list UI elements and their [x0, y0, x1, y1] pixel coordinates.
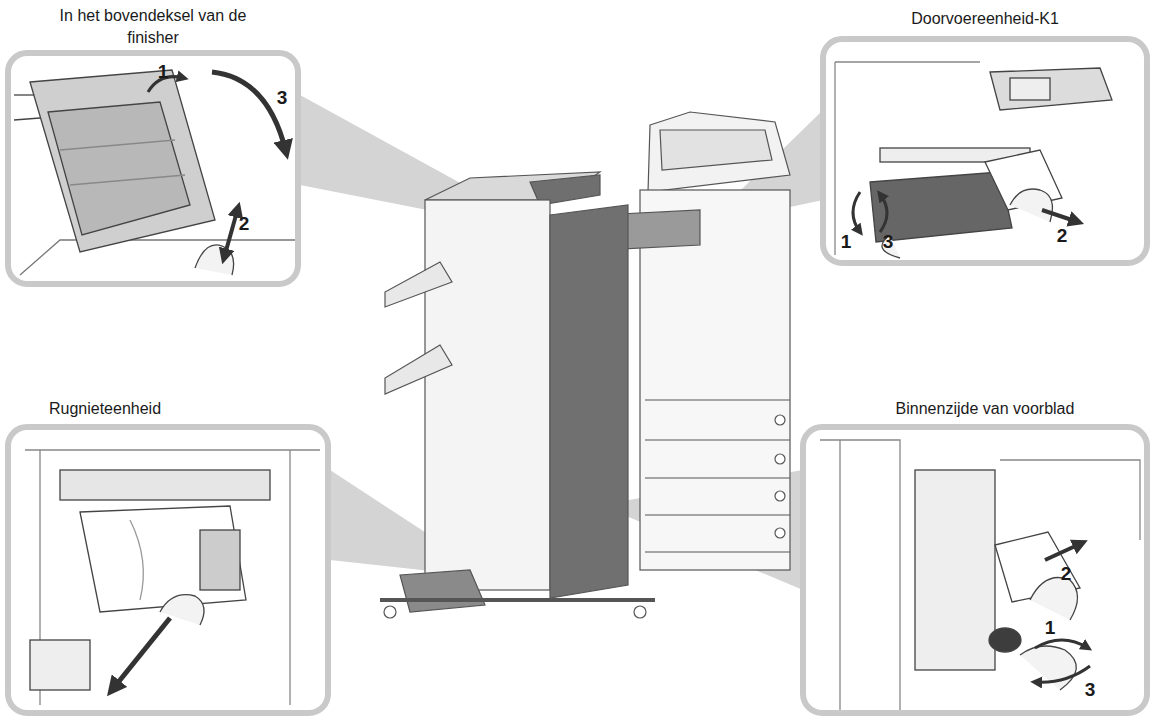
- panel-frame: [5, 424, 331, 716]
- panel-art-front-cover-part: [1035, 640, 1088, 648]
- panel-backgrounds-part: [8, 427, 328, 712]
- callout-number: 3: [883, 231, 894, 253]
- panel-art-saddle-stitcher-part: [30, 640, 90, 690]
- machine-part: [380, 598, 655, 602]
- machine-part: [400, 570, 485, 612]
- machine-part: [775, 528, 785, 538]
- panel-art-front-cover-part: [915, 470, 995, 670]
- panel-art-feed-unit-part: [880, 194, 887, 232]
- panel-art-saddle-stitcher: [25, 450, 320, 705]
- machine-part: [648, 112, 790, 192]
- panel-art-saddle-stitcher-part: [80, 506, 246, 612]
- callout-number: 1: [158, 61, 169, 83]
- machine-part: [385, 262, 452, 307]
- panel-art-top-cover-part: [14, 118, 40, 120]
- callout-number: 1: [1045, 617, 1056, 639]
- machine: [380, 112, 790, 618]
- panel-art-front-cover-part: [1035, 666, 1090, 682]
- panel-backgrounds-part: [8, 53, 298, 283]
- machine-part: [645, 439, 790, 440]
- machine-part: [645, 399, 790, 400]
- machine-part: [425, 200, 550, 590]
- callout-number: 3: [1085, 679, 1096, 701]
- callout-number: 1: [841, 231, 852, 253]
- panel-art-front-cover: [820, 440, 1140, 710]
- panel-art-feed-unit-part: [990, 68, 1112, 110]
- panel-art-feed-unit: [835, 62, 1112, 258]
- panel-art-saddle-stitcher-part: [112, 618, 170, 690]
- panel-art-saddle-stitcher-part: [60, 470, 270, 500]
- panel-art-feed-unit-part: [1010, 189, 1052, 222]
- panel-frame: [800, 424, 1150, 716]
- callout-number: 2: [1061, 563, 1072, 585]
- machine-part: [634, 606, 646, 618]
- panel-art-front-cover-part: [989, 628, 1021, 652]
- panel-art-front-cover-part: [820, 440, 900, 710]
- machine-part: [385, 345, 452, 394]
- panel-heading: Doorvoereenheid-K1: [860, 8, 1110, 30]
- panel-backgrounds: [8, 39, 1147, 712]
- panel-art-top-cover-part: [20, 240, 300, 275]
- callout-panel: Rugnieteenheid: [5, 398, 331, 716]
- panel-art-top-cover-part: [224, 208, 238, 258]
- callout-panel: In het bovendeksel van de finisher: [5, 5, 301, 287]
- callout-panel: Binnenzijde van voorblad: [800, 398, 1150, 716]
- panel-art-front-cover-part: [1000, 460, 1140, 540]
- panel-frame: [5, 50, 301, 287]
- callout-number: 3: [277, 87, 288, 109]
- panel-art-top-cover: [14, 70, 300, 275]
- panel-art-feed-unit-part: [1042, 210, 1078, 222]
- callout-panel: Doorvoereenheid-K1: [820, 8, 1150, 266]
- panel-art-top-cover-part: [60, 140, 175, 150]
- panel-backgrounds-part: [803, 427, 1147, 712]
- panel-art-saddle-stitcher-part: [200, 530, 240, 590]
- machine-part: [660, 130, 772, 170]
- panel-art-top-cover-part: [30, 70, 215, 252]
- machine-part: [775, 491, 785, 501]
- panel-art-feed-unit-part: [853, 192, 860, 232]
- panel-art-front-cover-part: [1045, 543, 1082, 560]
- machine-part: [775, 415, 785, 425]
- machine-part: [550, 205, 628, 598]
- panel-heading: Binnenzijde van voorblad: [850, 398, 1120, 420]
- panel-art-top-cover-part: [212, 72, 286, 152]
- panel-art-saddle-stitcher-part: [130, 520, 143, 600]
- machine-part: [775, 454, 785, 464]
- panel-art-top-cover-part: [70, 175, 185, 185]
- callout-number: 2: [1057, 225, 1068, 247]
- panel-heading: In het bovendeksel van de finisher: [33, 5, 273, 49]
- panel-art-feed-unit-part: [1010, 78, 1050, 100]
- callout-number: 2: [239, 213, 250, 235]
- machine-part: [384, 606, 396, 618]
- panel-art-saddle-stitcher-part: [25, 450, 320, 705]
- panel-art-top-cover-part: [48, 102, 190, 235]
- panel-frame: [820, 36, 1150, 266]
- panel-backgrounds-part: [823, 39, 1147, 263]
- machine-part: [645, 551, 790, 552]
- machine-part: [645, 514, 790, 515]
- machine-part: [645, 477, 790, 478]
- panel-heading: Rugnieteenheid: [15, 398, 195, 420]
